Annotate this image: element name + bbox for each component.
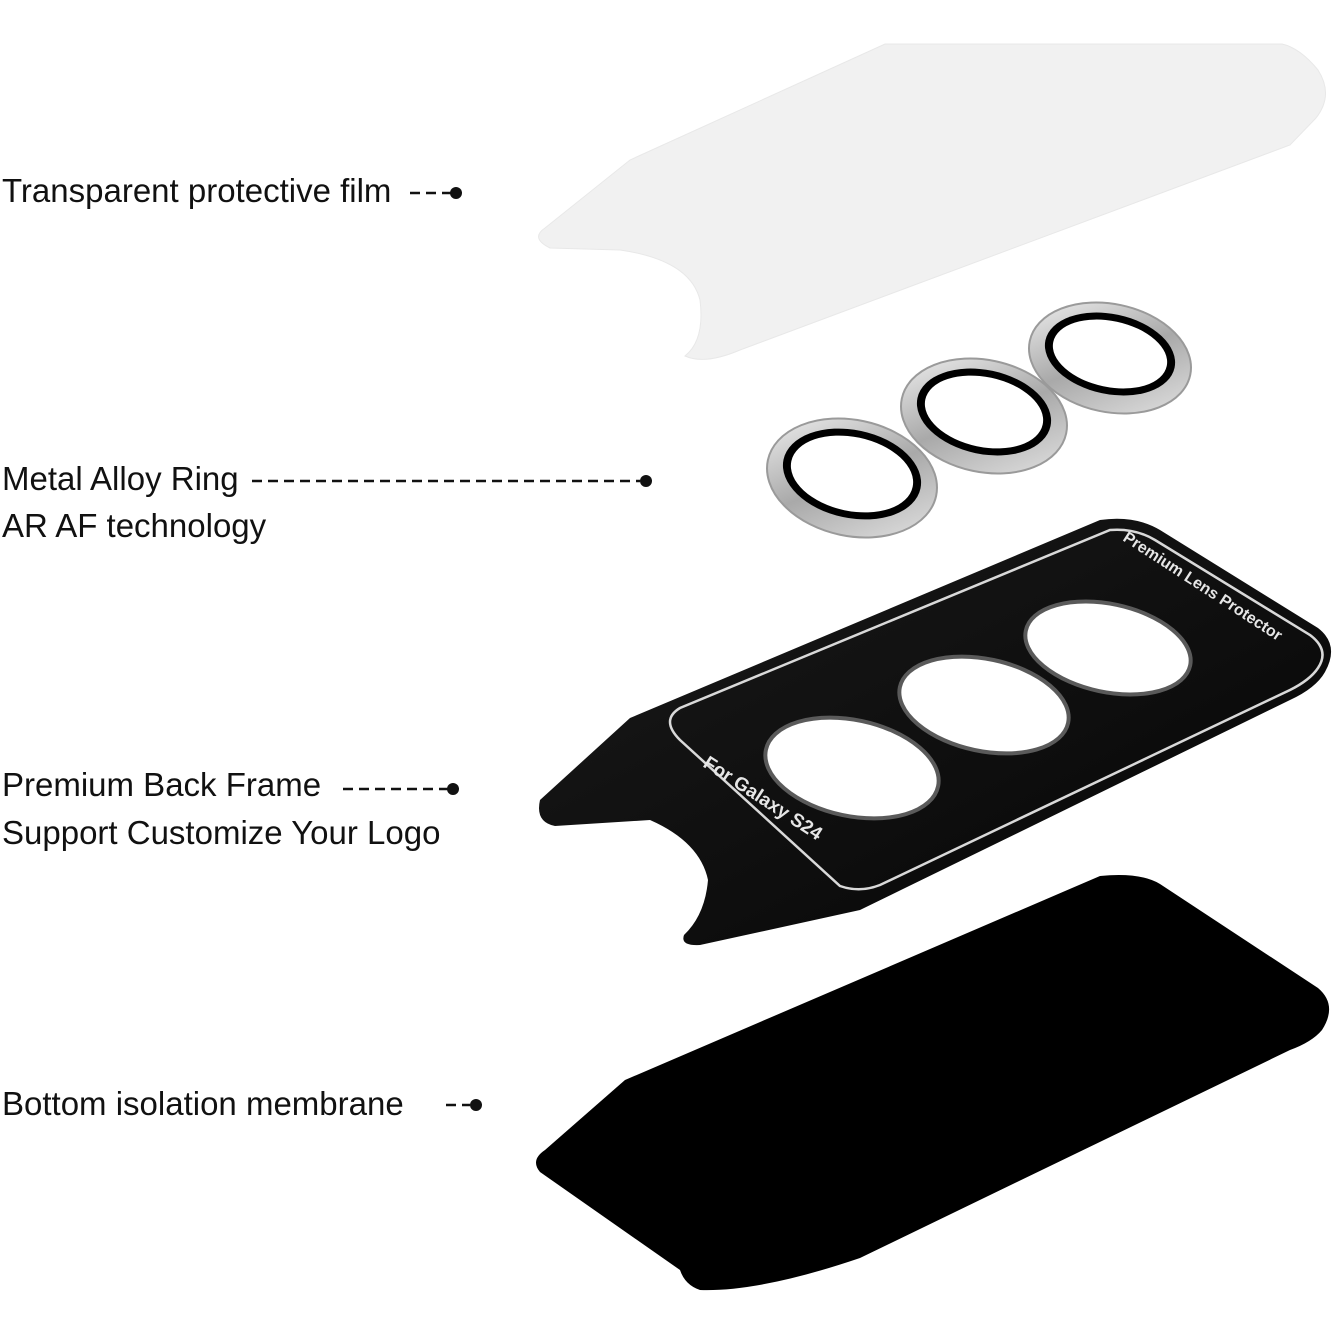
back-frame-layer: Premium Lens Protector For Galaxy S24	[539, 518, 1332, 946]
lens-ring	[900, 357, 1068, 475]
film-label: Transparent protective film	[2, 172, 392, 209]
frame-sublabel: Support Customize Your Logo	[2, 814, 441, 851]
metal-alloy-rings	[766, 301, 1192, 539]
lens-ring	[1028, 301, 1192, 415]
membrane-leader-dot	[470, 1099, 482, 1111]
leader-dots	[447, 187, 652, 1111]
ring-label: Metal Alloy Ring	[2, 460, 239, 497]
isolation-membrane-layer	[536, 875, 1330, 1291]
membrane-label: Bottom isolation membrane	[2, 1085, 404, 1122]
leader-lines	[252, 191, 640, 1107]
protective-film-layer	[538, 43, 1326, 360]
frame-label: Premium Back Frame	[2, 766, 322, 803]
film-leader-dot	[450, 187, 462, 199]
frame-leader-dot	[447, 783, 459, 795]
ring-sublabel: AR AF technology	[2, 507, 267, 544]
ring-leader-dot	[640, 475, 652, 487]
lens-ring	[766, 417, 938, 539]
